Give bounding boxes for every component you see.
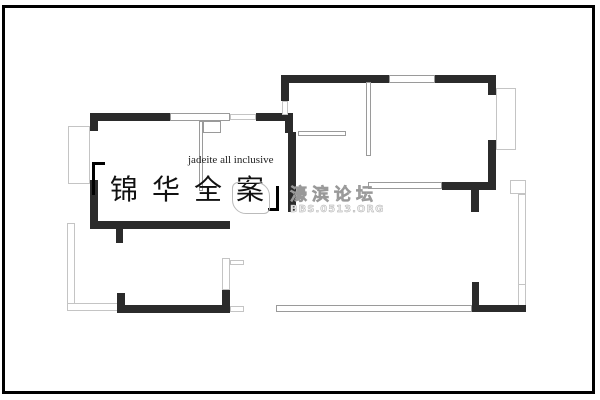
balcony-rail [67, 223, 75, 311]
door-jamb [230, 306, 244, 312]
wall [472, 305, 526, 312]
wall [116, 221, 123, 243]
wall [90, 113, 98, 131]
door-jamb [230, 260, 244, 265]
title-bracket-right [268, 186, 279, 211]
balcony-rail [518, 194, 526, 286]
wall [222, 290, 230, 312]
wall [281, 75, 289, 101]
wall [471, 182, 479, 212]
partition [298, 131, 346, 136]
partition [368, 182, 442, 189]
partition [366, 82, 371, 156]
bay-window [68, 126, 90, 184]
wall [90, 180, 98, 228]
title-bracket-left [92, 162, 105, 195]
partition [170, 113, 230, 121]
partition [199, 121, 203, 191]
watermark-name: 濠滨论坛 [290, 185, 378, 206]
watermark-url: BBS.0513.ORG [290, 204, 385, 215]
wall [472, 282, 479, 312]
bay-window [496, 88, 516, 150]
wall [90, 113, 170, 121]
wall [256, 113, 292, 121]
wall [285, 113, 293, 133]
wall [488, 75, 496, 95]
partition [389, 75, 435, 83]
wall [117, 293, 125, 312]
door-jamb [222, 258, 230, 290]
watermark: 濠滨论坛 BBS.0513.ORG [290, 180, 385, 216]
wall [281, 75, 389, 83]
closet [203, 121, 221, 133]
partition [276, 305, 472, 312]
wall [117, 305, 230, 313]
wall [288, 132, 296, 212]
drawing-frame [2, 5, 595, 394]
wall [435, 75, 495, 83]
wall [442, 182, 496, 190]
door-jamb [282, 101, 288, 115]
watermark-logo-icon [232, 182, 270, 214]
subtitle: jadeite all inclusive [188, 154, 274, 166]
wall [488, 140, 496, 190]
balcony-rail [518, 284, 526, 306]
balcony-rail [510, 180, 526, 194]
balcony-rail [67, 303, 119, 311]
window [230, 114, 256, 120]
wall [90, 221, 230, 229]
